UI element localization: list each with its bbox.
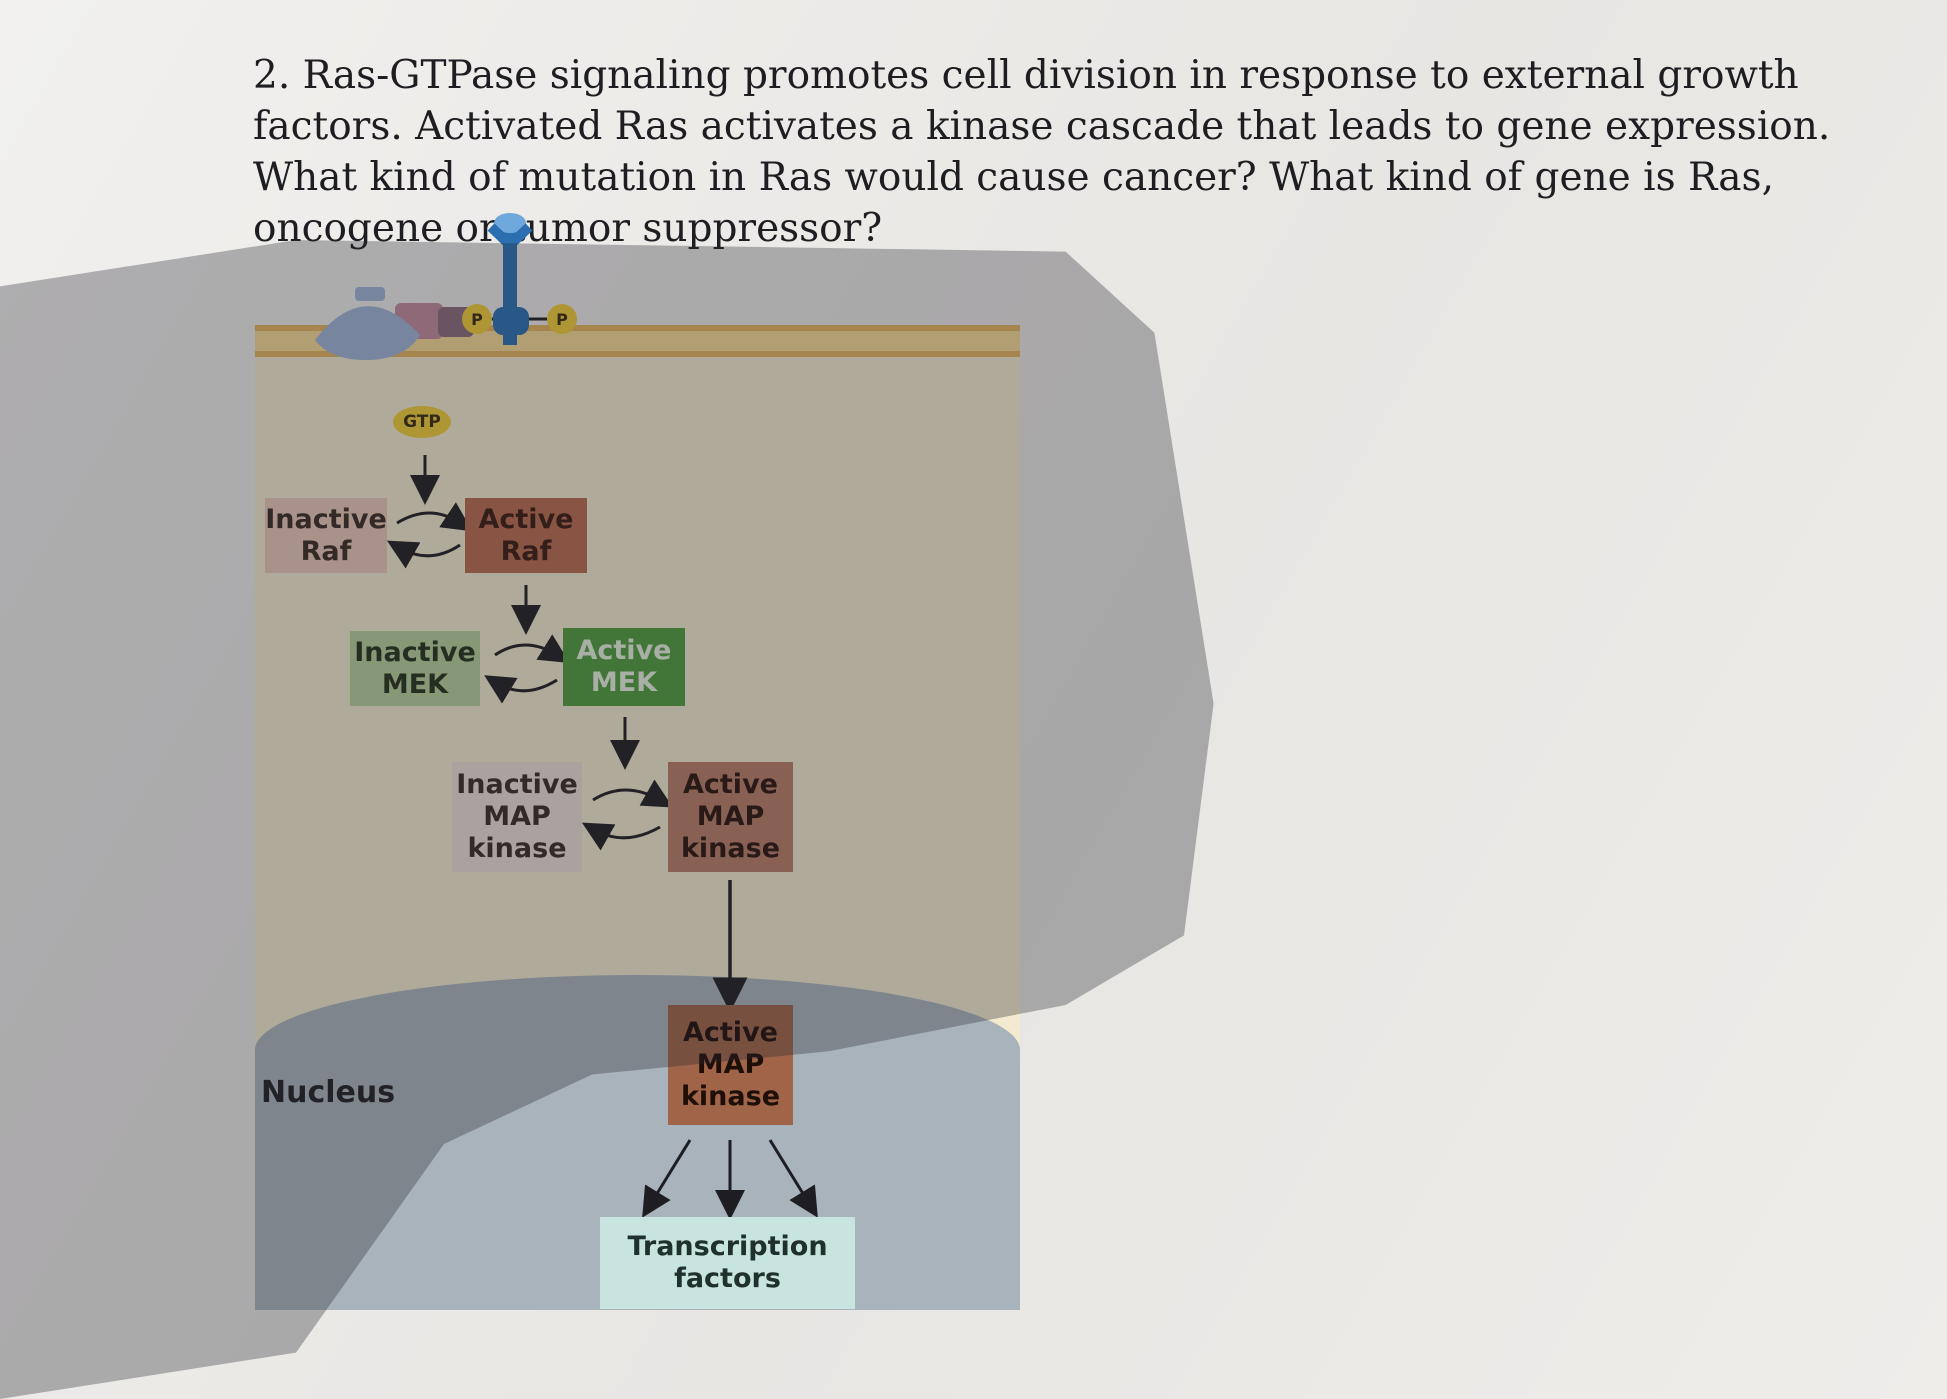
nuclear-map-kinase-box: Active MAP kinase	[668, 1005, 793, 1125]
inactive-raf-box: Inactive Raf	[265, 498, 387, 573]
ras-icon	[315, 287, 420, 360]
gtp-badge: GTP	[393, 406, 451, 438]
pathway-arrows	[315, 213, 818, 1220]
active-map-kinase-box: Active MAP kinase	[668, 762, 793, 872]
ras-signaling-diagram: GTP P P Inactive Raf Active Raf Inactive…	[255, 213, 1020, 1310]
inactive-map-kinase-box: Inactive MAP kinase	[452, 762, 582, 872]
nucleus-label: Nucleus	[261, 1075, 396, 1110]
receptor-icon	[476, 213, 547, 345]
active-raf-box: Active Raf	[465, 498, 587, 573]
active-mek-box: Active MEK	[563, 628, 685, 706]
phosphate-badge: P	[547, 304, 577, 334]
inactive-mek-box: Inactive MEK	[350, 631, 480, 706]
phosphate-badge: P	[462, 304, 492, 334]
transcription-factors-box: Transcription factors	[600, 1217, 855, 1309]
question-text: 2. Ras-GTPase signaling promotes cell di…	[253, 53, 1831, 251]
